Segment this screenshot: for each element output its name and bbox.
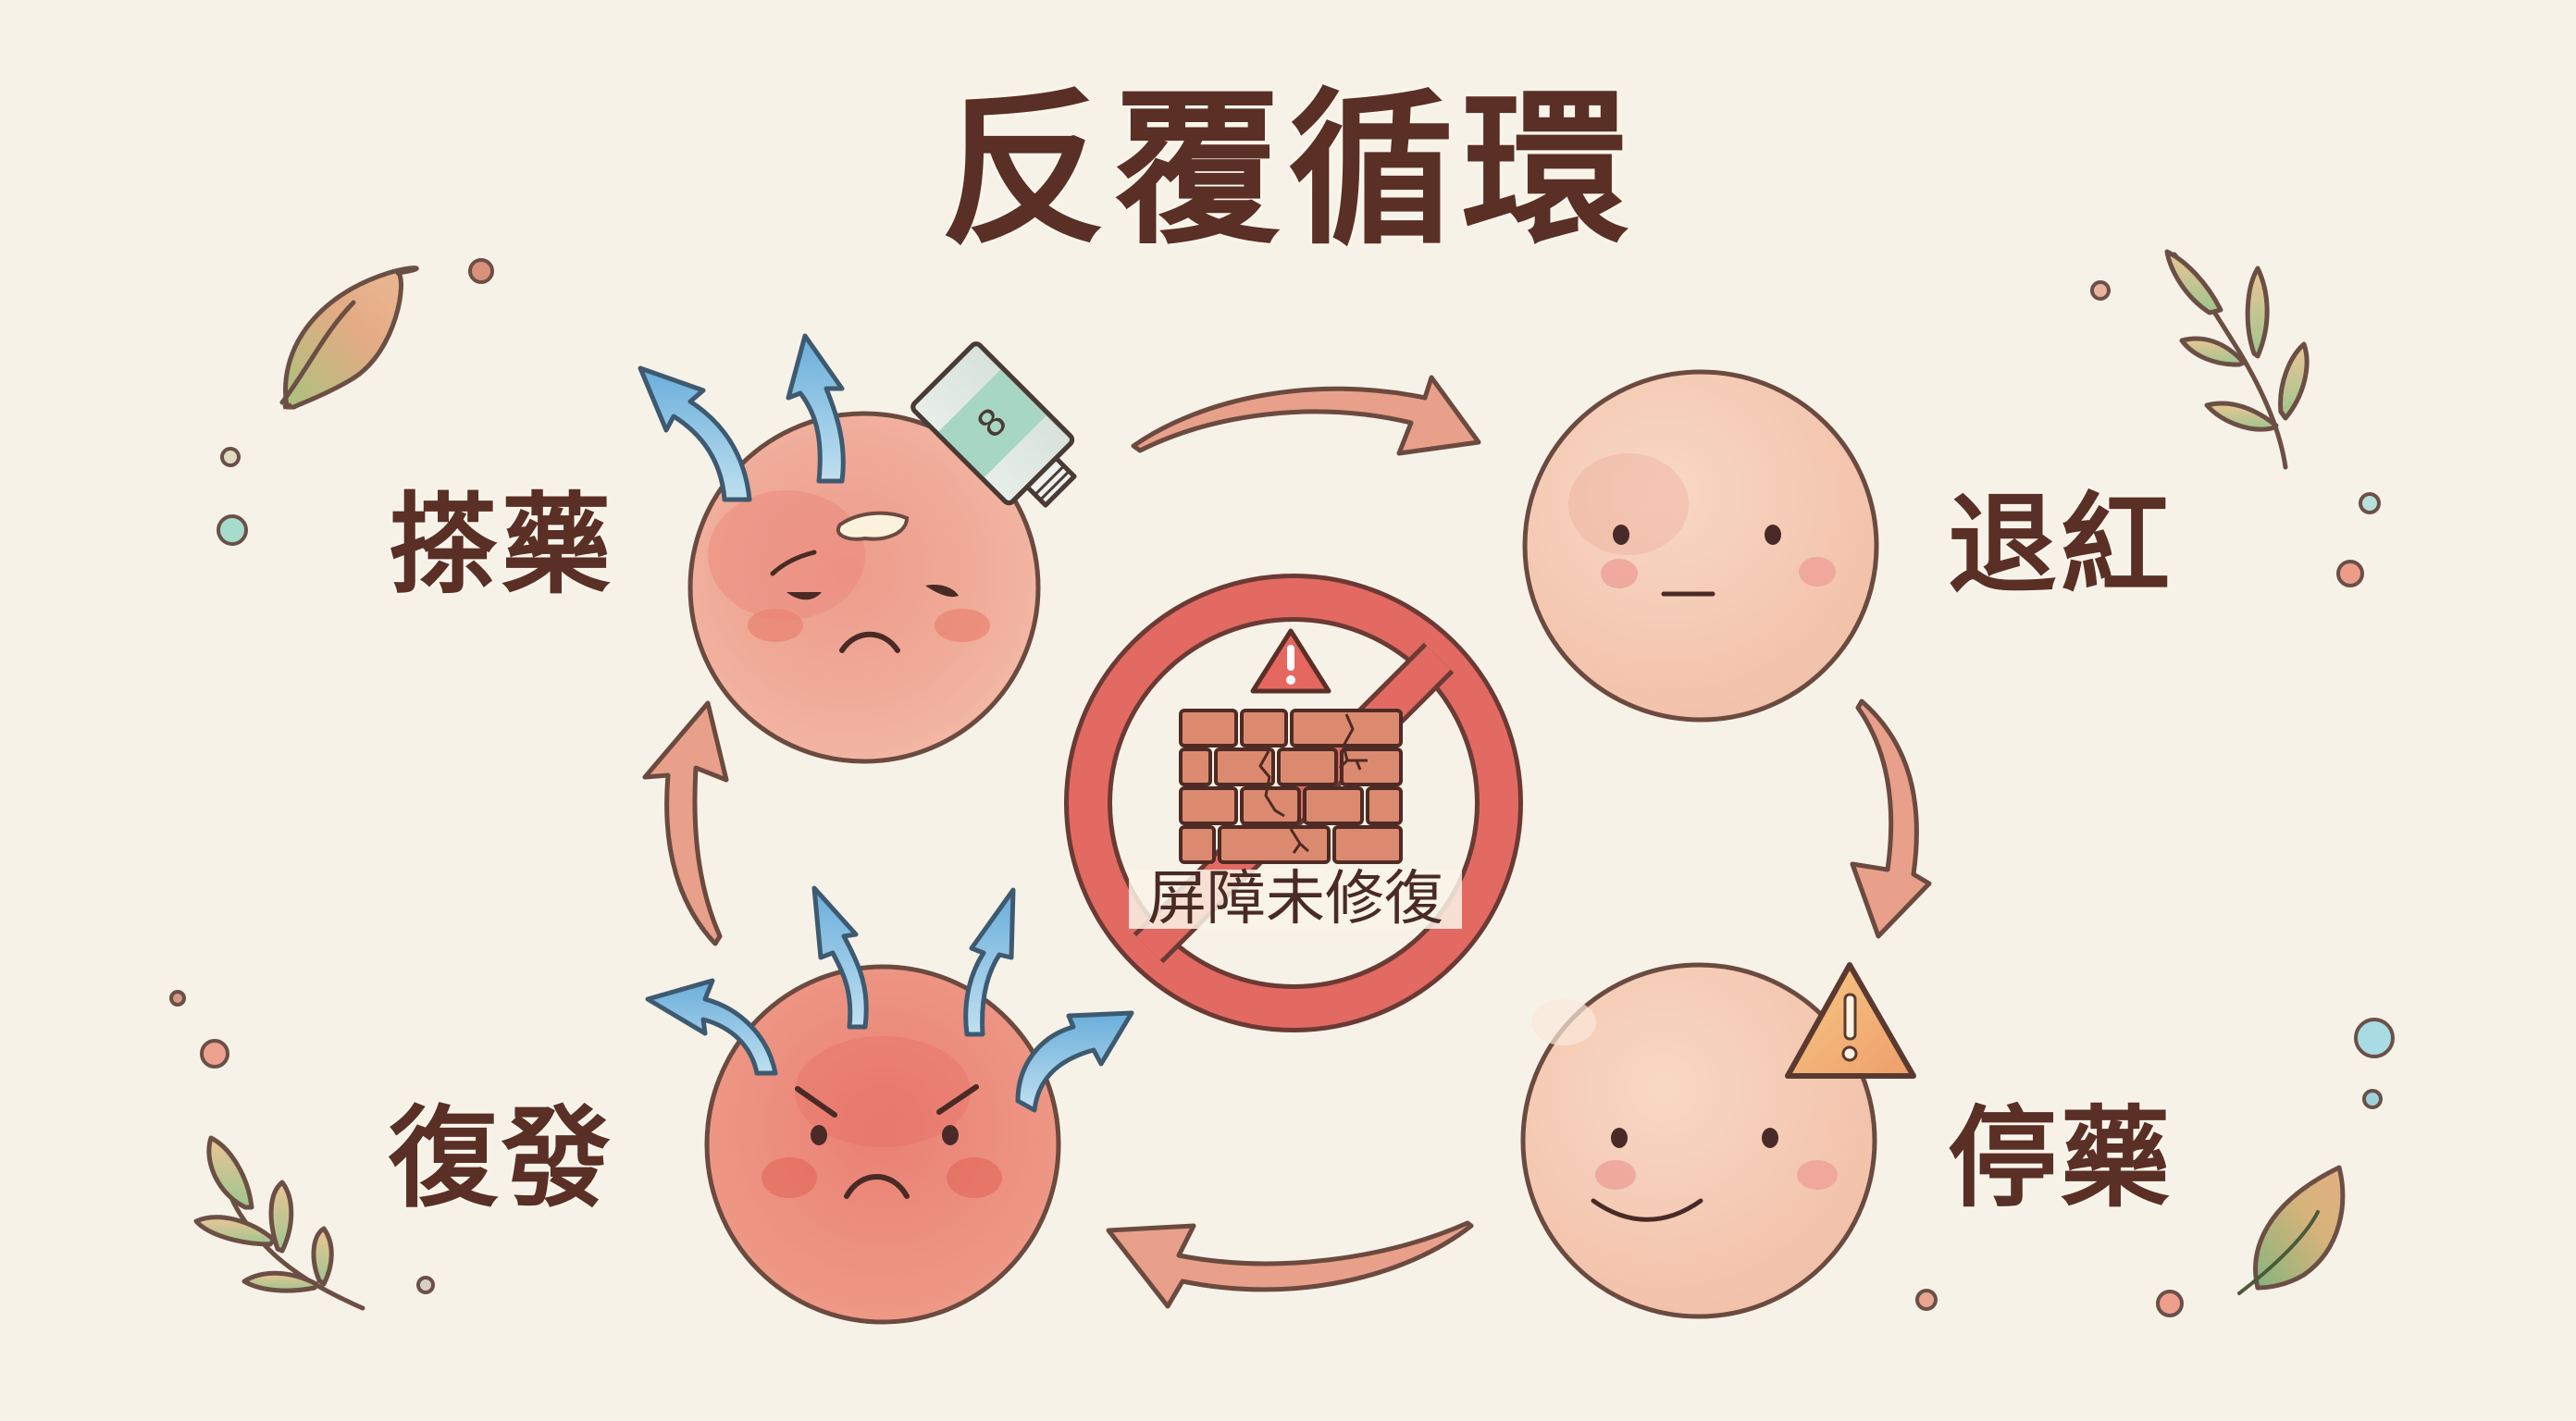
barrier-unrepaired-sign: [1064, 574, 1523, 1032]
arrow-up-icon: [642, 700, 729, 946]
warning-icon: [1250, 628, 1331, 694]
broken-brick-wall-icon: [1179, 709, 1403, 864]
stage-label-fade: 退紅: [1948, 481, 2174, 609]
stage-label-relapse: 復發: [389, 1094, 615, 1222]
heat-arrows-relapse: [645, 885, 1134, 1113]
arrow-right-icon: [1131, 375, 1481, 456]
arrow-left-icon: [1106, 1220, 1474, 1309]
warning-icon: [1785, 962, 1916, 1079]
face-fade-neutral: [1522, 369, 1879, 723]
heat-arrows-apply: [638, 333, 846, 502]
leaf-top-left-icon: [279, 266, 419, 410]
page-title: 反覆循環: [939, 74, 1636, 267]
face-apply-sad: [687, 411, 1041, 764]
stage-label-apply: 搽藥: [389, 481, 615, 609]
ointment-tube-icon: 8: [910, 341, 1077, 508]
face-stop-smile: [1520, 962, 1877, 1319]
sprig-top-right-icon: [2164, 249, 2310, 470]
arrow-down-icon: [1850, 698, 1932, 939]
stage-label-stop: 停藥: [1948, 1094, 2174, 1222]
leaf-bottom-right-icon: [2237, 1165, 2346, 1295]
sprig-bottom-left-icon: [193, 1135, 365, 1311]
barrier-unrepaired-label: 屏障未修復: [1129, 870, 1462, 929]
face-relapse-angry: [704, 964, 1061, 1325]
cycle-arrows: [642, 375, 1932, 1309]
decor-dots: [169, 258, 2395, 1317]
